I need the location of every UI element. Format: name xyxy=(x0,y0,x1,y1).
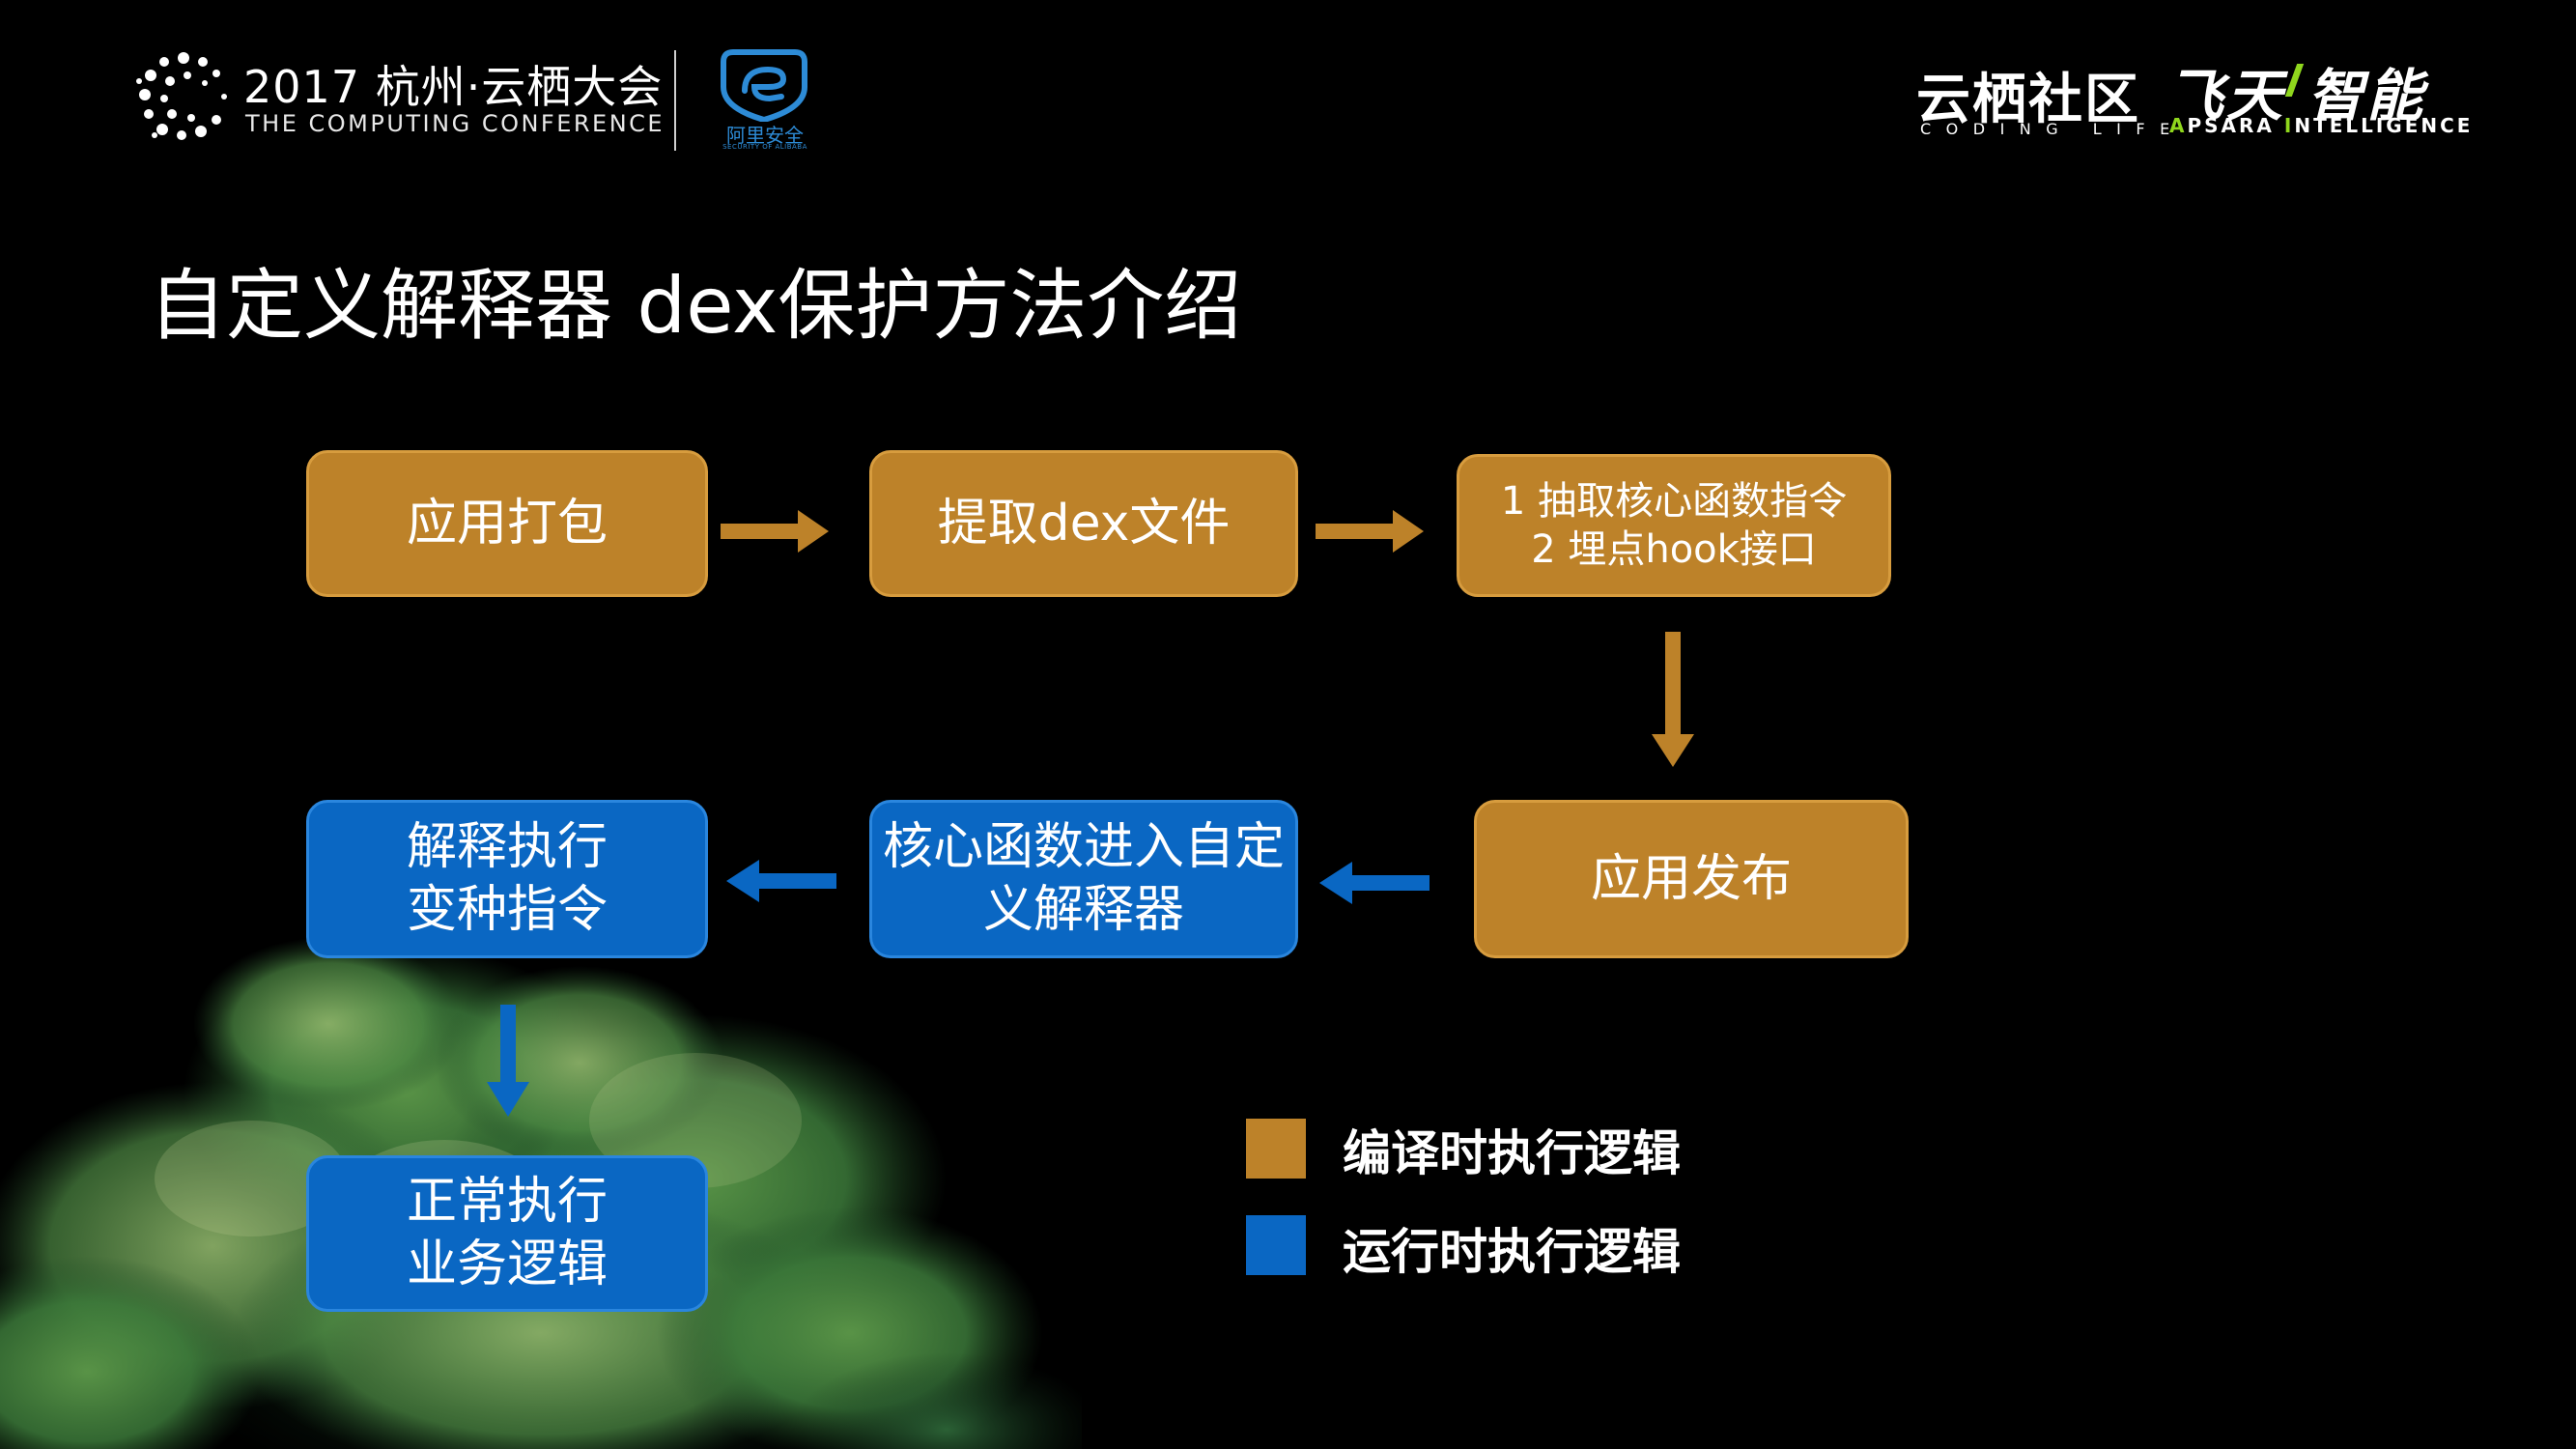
flow-step-line2: 2 埋点hook接口 xyxy=(1531,526,1817,574)
flow-step-line2: 变种指令 xyxy=(407,879,608,942)
arrow-down-icon xyxy=(1652,632,1694,767)
arrow-left-icon xyxy=(1319,862,1430,904)
arrow-right-icon xyxy=(721,510,829,553)
arrow-right-icon xyxy=(1316,510,1424,553)
yunqi-logo-subtitle: CODING LIFE xyxy=(1920,120,2185,138)
flow-step-label: 应用打包 xyxy=(407,493,608,555)
flow-step-line2: 业务逻辑 xyxy=(407,1234,608,1296)
arrow-left-icon xyxy=(726,860,836,902)
feitian-sub-c: I xyxy=(2284,114,2294,137)
alibaba-security-shield-icon xyxy=(715,48,813,122)
flow-step-enter-interpreter: 核心函数进入自定 义解释器 xyxy=(869,800,1298,958)
conference-logo-icon xyxy=(135,48,232,145)
flow-step-line1: 正常执行 xyxy=(407,1171,608,1234)
flow-step-line1: 解释执行 xyxy=(407,816,608,879)
page-title: 自定义解释器 dex保护方法介绍 xyxy=(149,243,1241,355)
flow-step-extract-instructions: 1 抽取核心函数指令 2 埋点hook接口 xyxy=(1457,454,1891,597)
flow-step-app-package: 应用打包 xyxy=(306,450,708,597)
arrow-down-icon xyxy=(487,1005,529,1117)
flow-step-line2: 义解释器 xyxy=(983,879,1184,942)
flow-step-normal-execution: 正常执行 业务逻辑 xyxy=(306,1155,708,1312)
feitian-logo-subtitle: APSARA INTELLIGENCE xyxy=(2169,114,2473,137)
feitian-sub-a: A xyxy=(2169,114,2187,137)
conference-title: 2017 杭州·云栖大会 xyxy=(243,52,663,116)
flow-step-line1: 1 抽取核心函数指令 xyxy=(1501,477,1847,526)
security-sublabel: SECURITY OF ALIBABA xyxy=(715,143,815,151)
flow-step-line1: 核心函数进入自定 xyxy=(883,816,1285,879)
flow-step-interpret-variant: 解释执行 变种指令 xyxy=(306,800,708,958)
conference-subtitle: THE COMPUTING CONFERENCE xyxy=(245,110,665,137)
flow-step-app-release: 应用发布 xyxy=(1474,800,1909,958)
flow-step-label: 应用发布 xyxy=(1591,848,1792,911)
feitian-sub-d: NTELLIGENCE xyxy=(2294,114,2473,137)
flow-step-extract-dex: 提取dex文件 xyxy=(869,450,1298,597)
legend-swatch-compile xyxy=(1246,1119,1306,1179)
header-divider xyxy=(674,50,676,151)
flow-step-label: 提取dex文件 xyxy=(938,493,1231,555)
legend-label-runtime: 运行时执行逻辑 xyxy=(1343,1213,1681,1283)
feitian-sub-b: PSARA xyxy=(2187,114,2283,137)
legend-label-compile: 编译时执行逻辑 xyxy=(1343,1115,1681,1184)
legend-swatch-runtime xyxy=(1246,1215,1306,1275)
